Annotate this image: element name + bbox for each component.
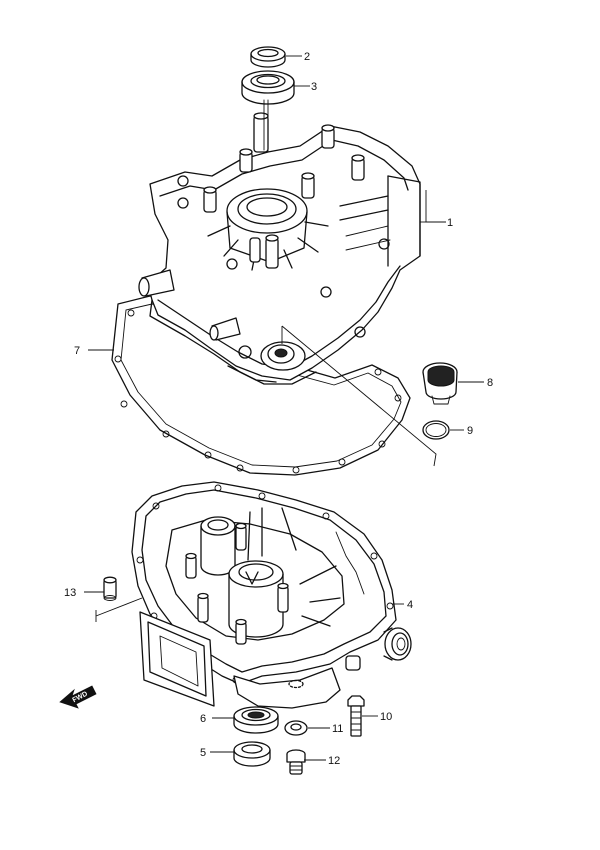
washer-part-11 [284, 720, 308, 736]
shaft-centerline [263, 99, 269, 153]
crankcase-lower-part-4 [131, 481, 412, 709]
callout-8: 8 [487, 377, 493, 389]
oil-seal-part-6 [233, 706, 279, 734]
bearing-part-3 [241, 70, 295, 105]
callout-10: 10 [380, 711, 392, 723]
crankcase-cover-part-1 [138, 112, 421, 385]
callout-9: 9 [467, 425, 473, 437]
bolt-part-10 [347, 695, 365, 737]
leader-lines [84, 55, 484, 761]
callout-3: 3 [311, 81, 317, 93]
callout-11: 11 [332, 723, 343, 735]
callout-7: 7 [74, 345, 80, 357]
callout-4: 4 [407, 599, 413, 611]
drain-plug-part-12 [286, 749, 306, 775]
callout-13: 13 [64, 587, 76, 599]
forward-direction-arrow: FWD [59, 685, 97, 709]
callout-labels: 1 2 3 4 5 6 7 8 9 10 11 12 13 [64, 51, 493, 767]
callout-12: 12 [328, 755, 340, 767]
filler-cap-part-8 [422, 362, 458, 405]
seal-part-5 [233, 741, 271, 767]
dowel-pin-part-13 [103, 576, 117, 601]
oil-seal-part-2 [250, 46, 286, 68]
callout-6: 6 [200, 713, 206, 725]
callout-1: 1 [447, 217, 453, 229]
o-ring-part-9 [422, 420, 450, 440]
callout-2: 2 [304, 51, 310, 63]
callout-5: 5 [200, 747, 206, 759]
